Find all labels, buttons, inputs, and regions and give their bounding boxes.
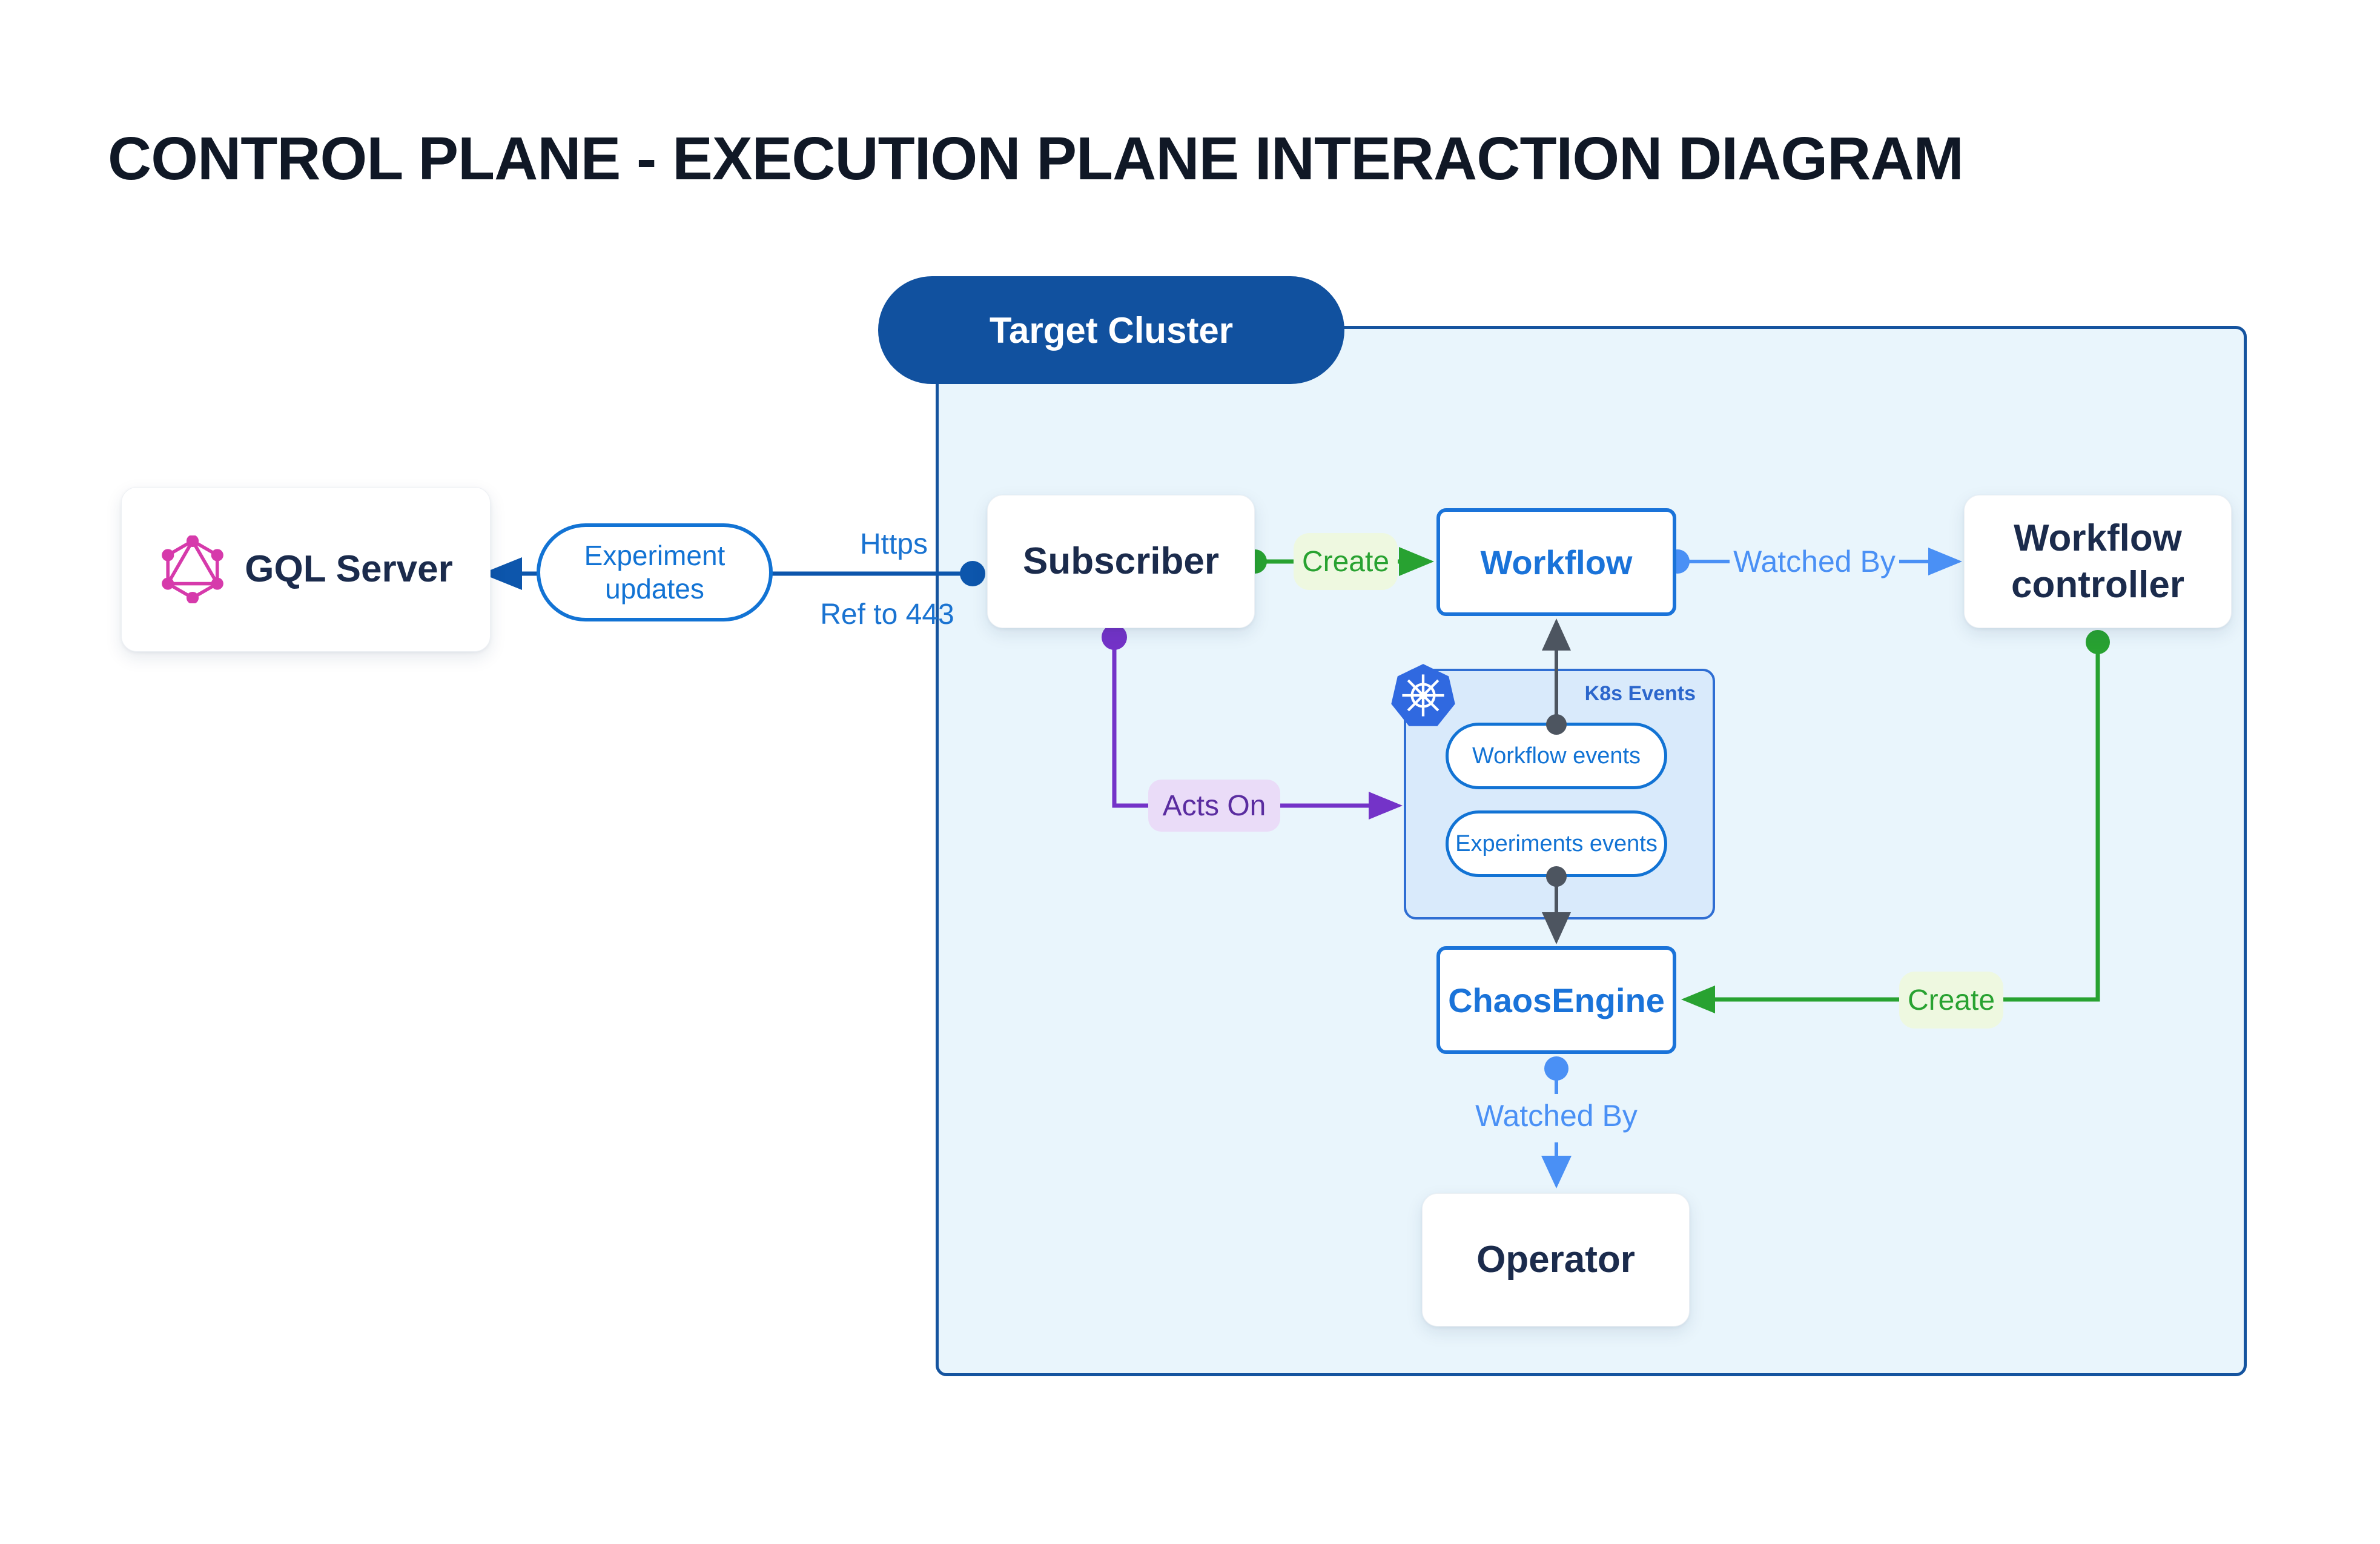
- operator-label: Operator: [1476, 1239, 1635, 1281]
- ref-to-443-label: Ref to 443: [820, 598, 954, 631]
- experiments-events-dot: [1546, 866, 1567, 887]
- page-title: CONTROL PLANE - EXECUTION PLANE INTERACT…: [108, 125, 1964, 193]
- target-cluster-pill: Target Cluster: [878, 276, 1344, 384]
- edge-controller-to-chaosengine: [1681, 630, 2110, 1013]
- node-subscriber: Subscriber: [987, 495, 1255, 628]
- create-workflow-label: Create: [1294, 533, 1398, 590]
- create-chaosengine-label: Create: [1899, 972, 2003, 1029]
- node-gql-server: GQL Server: [121, 487, 491, 652]
- https-label: Https: [859, 528, 928, 560]
- node-workflow: Workflow: [1436, 508, 1676, 616]
- chaosengine-label: ChaosEngine: [1448, 981, 1665, 1019]
- experiment-updates-label: Experiment updates: [584, 539, 726, 605]
- experiment-updates-pill: Experiment updates: [537, 523, 773, 621]
- watched-by-operator-label: Watched By: [1475, 1099, 1638, 1133]
- edge-chaosengine-to-operator: [1541, 1056, 1572, 1188]
- node-chaosengine: ChaosEngine: [1436, 946, 1676, 1054]
- edge-subscriber-to-k8s: [1102, 625, 1403, 820]
- node-workflow-controller: Workflow controller: [1964, 495, 2232, 628]
- workflow-label: Workflow: [1480, 543, 1633, 581]
- edge-k8s-to-workflow: [1542, 618, 1571, 723]
- gql-server-label: GQL Server: [245, 548, 453, 591]
- watched-by-controller-label: Watched By: [1733, 545, 1896, 578]
- k8s-events-title: K8s Events: [1584, 682, 1696, 705]
- node-operator: Operator: [1422, 1193, 1690, 1327]
- acts-on-label: Acts On: [1148, 780, 1280, 832]
- target-cluster-label: Target Cluster: [989, 310, 1234, 351]
- kubernetes-icon: [1391, 664, 1455, 726]
- workflow-controller-label: Workflow controller: [2011, 517, 2184, 606]
- graphql-icon: [162, 535, 224, 603]
- workflow-events-dot: [1546, 714, 1567, 735]
- subscriber-label: Subscriber: [1023, 540, 1219, 583]
